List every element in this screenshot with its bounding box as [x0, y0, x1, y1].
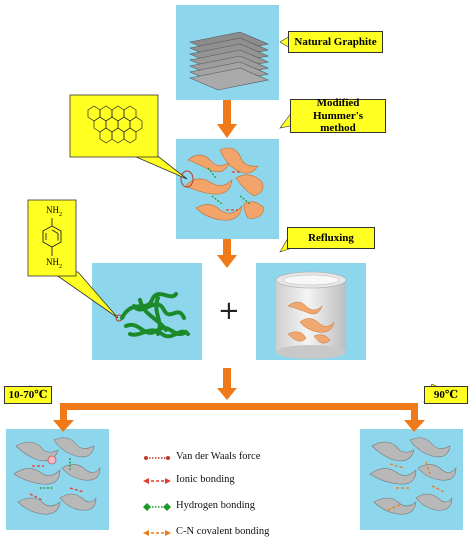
natural-graphite-label: Natural Graphite — [288, 31, 383, 53]
zoom-circle — [180, 170, 194, 188]
amine-bottom-sub: 2 — [59, 263, 62, 270]
legend-ionic: Ionic bonding — [176, 474, 235, 485]
graphite-stack — [188, 31, 270, 91]
temp-low-label: 10-70℃ — [4, 386, 52, 404]
refluxing-label: Refluxing — [287, 227, 375, 249]
benzene-ring — [42, 218, 62, 256]
amine-bottom-label: NH2 — [46, 257, 62, 270]
amine-bottom-text: NH — [46, 257, 59, 267]
flow-arrow-2 — [217, 239, 237, 268]
amine-top-sub: 2 — [59, 211, 62, 218]
legend-hydrogen: Hydrogen bonding — [176, 500, 256, 511]
high-temp-sheets — [369, 437, 457, 515]
legend-cn-covalent: C-N covalent bonding — [176, 526, 270, 537]
go-structure-box — [69, 94, 159, 158]
legend-vdw: Van der Waals force — [176, 451, 261, 462]
diamine-strands — [120, 292, 190, 339]
low-temp-bonds — [29, 455, 85, 501]
hexagon-lattice — [87, 105, 143, 144]
high-temp-bonds — [387, 461, 445, 511]
flow-arrow-1 — [217, 100, 237, 138]
temp-high-label: 90℃ — [424, 386, 468, 404]
low-temp-sheets — [13, 437, 101, 515]
reflux-cylinder — [275, 271, 347, 359]
reflux-ribbons — [287, 301, 335, 344]
go-bonds — [207, 167, 251, 211]
go-ribbons — [185, 147, 265, 221]
amine-top-text: NH — [46, 205, 59, 215]
split-bar — [53, 403, 425, 432]
legend-symbols — [143, 456, 171, 536]
modified-hummers-label: Modified Hummer's method — [290, 97, 386, 134]
flow-arrow-3 — [217, 368, 237, 400]
amine-top-label: NH2 — [46, 205, 62, 218]
diamine-structure-box — [27, 199, 77, 277]
diamine-callout-pointer — [50, 271, 119, 319]
plus-sign: + — [218, 296, 240, 326]
